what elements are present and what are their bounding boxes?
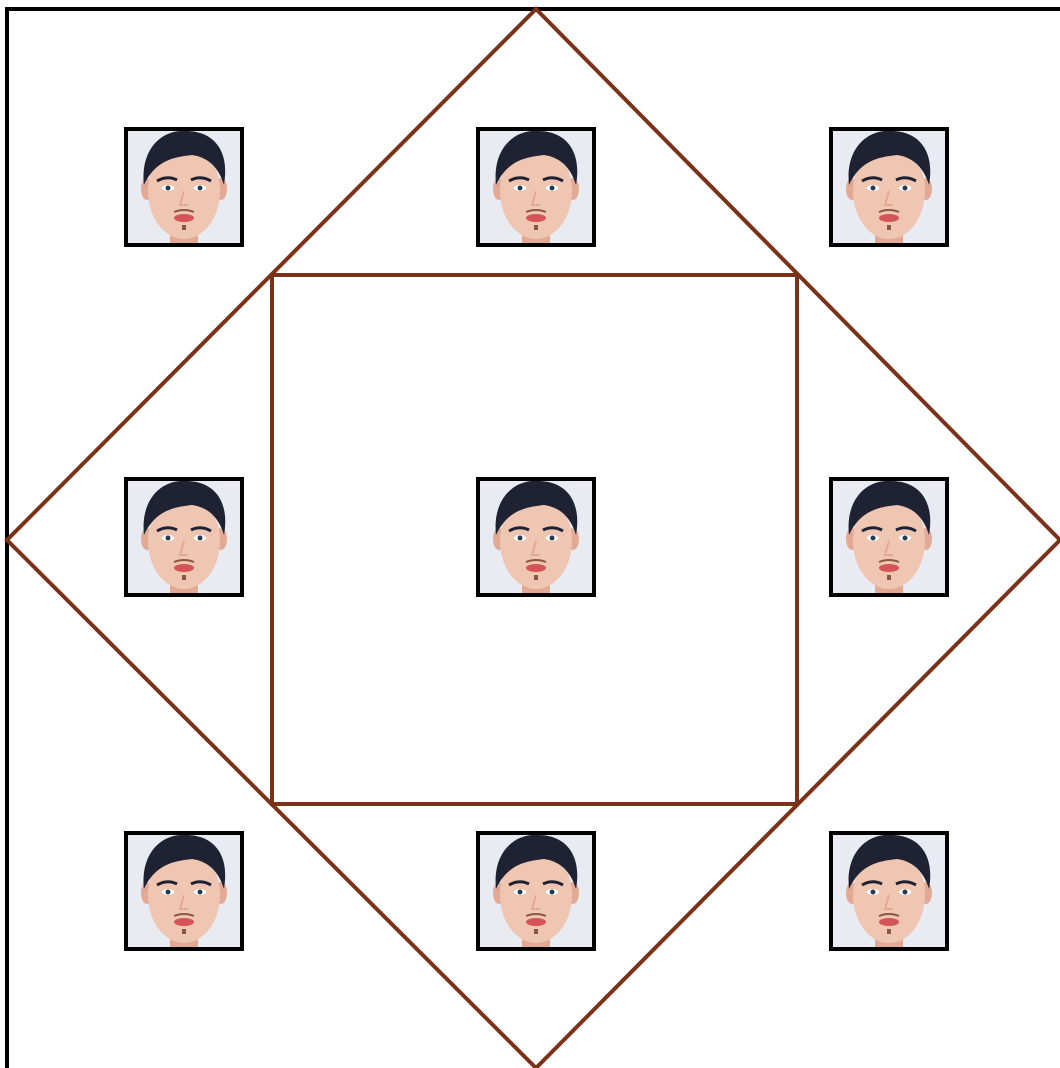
face-tile-4: [126, 479, 242, 595]
face-tile-2: [478, 129, 594, 245]
face-tile-5: [478, 479, 594, 595]
face-tile-3: [831, 129, 947, 245]
face-tile-7: [126, 833, 242, 949]
face-tile-6: [831, 479, 947, 595]
face-tile-8: [478, 833, 594, 949]
face-tile-9: [831, 833, 947, 949]
face-tile-grid: [126, 129, 947, 949]
face-tile-1: [126, 129, 242, 245]
